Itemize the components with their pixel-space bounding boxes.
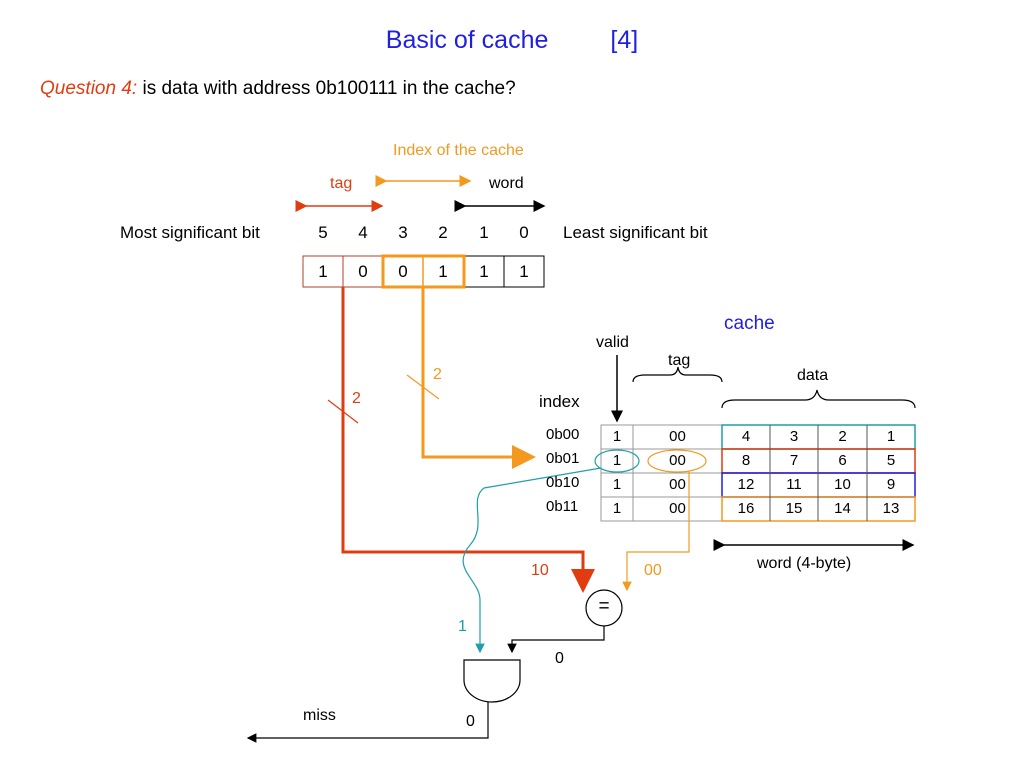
row-index: 0b01 — [546, 450, 580, 467]
data-cell: 6 — [838, 452, 847, 469]
tag-cell: 00 — [669, 452, 686, 469]
cache-title: cache — [724, 313, 775, 334]
tag-width-label: 2 — [352, 390, 361, 407]
data-cell: 3 — [789, 428, 799, 445]
index-label: Index of the cache — [393, 142, 524, 159]
data-brace — [721, 389, 916, 409]
compare-output-value: 0 — [555, 650, 564, 667]
tag-brace — [632, 366, 723, 383]
compare-out-wire — [507, 626, 605, 654]
cache-tag-label: tag — [668, 352, 691, 369]
tag-input-value: 10 — [531, 562, 549, 579]
tag-cell: 00 — [669, 428, 686, 445]
title-ref: [4] — [610, 26, 639, 54]
address-bit: 1 — [438, 262, 448, 281]
and-output-value: 0 — [466, 713, 475, 730]
address-bit: 1 — [479, 262, 489, 281]
index-width-label: 2 — [433, 366, 442, 383]
data-cell: 15 — [785, 500, 803, 517]
bit-position: 1 — [479, 223, 489, 242]
data-cell: 2 — [838, 428, 847, 445]
msb-label: Most significant bit — [120, 223, 260, 242]
data-label: data — [797, 367, 829, 384]
data-cell: 5 — [886, 452, 896, 469]
tag-cell: 00 — [669, 476, 686, 493]
valid-label: valid — [596, 334, 629, 351]
compare-symbol: = — [598, 596, 610, 617]
title-main: Basic of cache — [385, 26, 549, 54]
word-label: word — [489, 175, 524, 192]
address-bit: 0 — [358, 262, 368, 281]
cache-tag-input-value: 00 — [644, 562, 662, 579]
row-index: 0b00 — [546, 426, 580, 443]
bit-position: 3 — [398, 223, 408, 242]
miss-label: miss — [303, 707, 336, 724]
lsb-label: Least significant bit — [563, 223, 708, 242]
address-bit: 0 — [398, 262, 408, 281]
tag-cell: 00 — [669, 500, 686, 517]
cache-tag-wire — [622, 471, 690, 592]
word-size-label: word (4-byte) — [757, 555, 852, 572]
tag-bits-wire — [341, 287, 595, 593]
data-cell: 4 — [741, 428, 751, 445]
bit-position: 0 — [519, 223, 529, 242]
slide-title: Basic of cache [4] — [0, 26, 1024, 55]
question-label: Question 4 — [40, 78, 132, 99]
index-bits-wire — [421, 287, 536, 469]
valid-cell: 1 — [612, 500, 622, 517]
valid-cell: 1 — [612, 452, 622, 469]
data-cell: 9 — [886, 476, 896, 493]
bit-position: 4 — [358, 223, 368, 242]
data-cell: 16 — [737, 500, 755, 517]
question-body: is data with address 0b100111 in the cac… — [137, 78, 516, 99]
and-gate — [463, 659, 521, 703]
data-cell: 10 — [834, 476, 851, 493]
index-column-label: index — [539, 392, 580, 411]
address-bit: 1 — [519, 262, 529, 281]
data-cell: 12 — [737, 476, 755, 493]
row-index: 0b11 — [546, 498, 579, 515]
data-cell: 7 — [789, 452, 799, 469]
valid-wire — [462, 467, 602, 654]
data-cell: 1 — [886, 428, 896, 445]
tag-highlight — [647, 449, 707, 473]
bit-position: 5 — [318, 223, 328, 242]
valid-cell: 1 — [612, 428, 622, 445]
valid-input-value: 1 — [458, 618, 467, 635]
miss-wire — [246, 702, 489, 743]
data-cell: 8 — [741, 452, 751, 469]
row-index: 0b10 — [546, 474, 580, 491]
bit-position: 2 — [438, 223, 448, 242]
valid-highlight — [594, 449, 640, 473]
data-cell: 14 — [834, 500, 851, 517]
data-cell: 11 — [786, 476, 802, 493]
question-text: Question 4: is data with address 0b10011… — [40, 78, 516, 99]
data-cell: 13 — [882, 500, 900, 517]
tag-label: tag — [330, 175, 353, 192]
valid-cell: 1 — [612, 476, 622, 493]
address-bit: 1 — [318, 262, 328, 281]
